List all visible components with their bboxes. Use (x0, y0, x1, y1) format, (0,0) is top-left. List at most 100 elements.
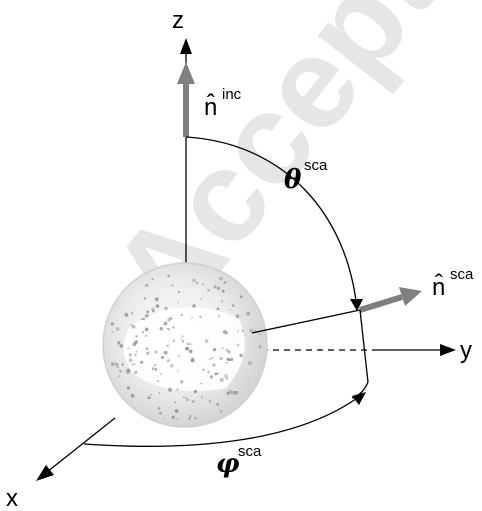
sphere-inclusion-dot (117, 341, 121, 345)
phi-arc (83, 395, 361, 447)
sphere-inclusion-dot (127, 347, 130, 350)
sphere-inclusion-dot (176, 418, 178, 420)
sphere-inclusion-dot (154, 350, 158, 354)
sphere-inclusion-dot (147, 314, 150, 316)
sphere-inclusion-dot (258, 345, 262, 349)
sphere-inclusion-dot (241, 329, 244, 332)
sphere-inclusion-dot (188, 417, 191, 420)
sphere-inclusion-dot (239, 295, 243, 299)
sphere-inclusion-dot (157, 407, 161, 410)
theta-arc (185, 136, 358, 311)
theta-superscript: sca (304, 157, 328, 174)
sphere-inclusion-dot (191, 356, 194, 359)
sphere-inclusion-dot (200, 382, 203, 385)
sphere-inclusion-dot (189, 343, 192, 346)
sphere-inclusion-dot (154, 368, 158, 371)
sphere-inclusion-dot (192, 278, 196, 283)
x-axis-label: x (6, 485, 18, 511)
sphere-inclusion-dot (128, 358, 133, 363)
x-axis (36, 417, 116, 481)
sphere-inclusion-dot (159, 373, 162, 376)
sphere-inclusion-dot (125, 370, 130, 375)
sphere-inclusion-dot (216, 286, 221, 291)
sphere-inclusion-dot (221, 300, 224, 303)
scattered-vector-superscript: sca (450, 266, 474, 283)
sphere-inclusion-dot (217, 372, 220, 375)
sphere-inclusion-dot (128, 353, 132, 357)
sphere-inclusion-dot (142, 331, 145, 334)
sphere-inclusion-dot (170, 364, 174, 368)
sphere-inclusion-dot (235, 314, 240, 319)
sphere-inclusion-dot (209, 358, 212, 361)
sphere-inclusion-dot (158, 411, 162, 415)
sphere-inclusion-dot (219, 377, 224, 382)
sphere-inclusion-dot (151, 278, 154, 281)
sphere-inclusion-dot (188, 414, 192, 418)
sphere-inclusion-dot (186, 398, 189, 402)
sphere-inclusion-dot (135, 335, 138, 338)
sphere-inclusion-dot (234, 390, 239, 395)
sphere-inclusion-dot (163, 321, 168, 326)
sphere-inclusion-dot (199, 315, 202, 319)
sphere-inclusion-dot (178, 290, 181, 294)
sphere-inclusion-dot (176, 388, 179, 391)
sphere-inclusion-dot (131, 325, 136, 329)
sphere-inclusion-dot (247, 377, 250, 380)
scattered-vector-arrow (359, 287, 422, 313)
sphere-inclusion-dot (135, 350, 138, 353)
sphere-inclusion-dot (188, 349, 193, 354)
sphere-inclusion-dot (208, 400, 211, 403)
sphere-inclusion-dot (144, 327, 149, 332)
sphere-inclusion-dot (151, 367, 155, 371)
sphere-inclusion-dot (227, 350, 231, 354)
sphere-inclusion-dot (219, 276, 223, 281)
sphere-inclusion-dot (110, 322, 114, 326)
sphere-inclusion-dot (229, 357, 234, 362)
sphere-inclusion-dot (254, 329, 257, 332)
sphere-inclusion-dot (110, 362, 115, 367)
sphere-inclusion-dot (143, 297, 146, 300)
sphere-inclusion-dot (178, 355, 180, 357)
sphere-inclusion-dot (124, 312, 129, 317)
sphere-inclusion-dot (159, 327, 163, 331)
sphere-inclusion-dot (154, 363, 157, 367)
sphere-inclusion-dot (192, 304, 196, 308)
phi-arc-arrowhead (352, 392, 366, 405)
sphere-inclusion-dot (212, 347, 217, 352)
sphere-inclusion-dot (154, 297, 159, 302)
sphere-inclusion-dot (167, 318, 171, 322)
incident-vector-arrow (177, 62, 195, 137)
sphere-inclusion-dot (157, 380, 160, 382)
y-axis-label: y (460, 337, 472, 364)
sphere-inclusion-dot (258, 333, 261, 336)
sphere-inclusion-dot (225, 361, 228, 364)
sphere-inclusion-dot (226, 391, 230, 395)
sphere-inclusion-dot (119, 369, 122, 373)
sphere-inclusion-dot (134, 340, 138, 344)
theta-label: θ sca (284, 157, 328, 195)
sphere-inclusion-dot (236, 343, 240, 347)
sphere-inclusion-dot (204, 339, 209, 344)
sphere-inclusion-dot (202, 283, 204, 286)
sphere-inclusion-dot (146, 310, 150, 314)
sphere-inclusion-dot (116, 365, 120, 369)
sphere-inclusion-dot (218, 315, 221, 318)
sphere-inclusion-dot (144, 284, 148, 287)
sphere-inclusion-dot (130, 311, 134, 315)
sphere-inclusion-dot (231, 304, 235, 307)
sphere-inclusion-dot (212, 363, 216, 367)
sphere-inclusion-dot (214, 372, 218, 376)
sphere-inclusion-dot (150, 394, 153, 396)
sphere-inclusion-dot (225, 377, 229, 380)
scattered-vector-symbol: n̂ (432, 273, 445, 301)
sphere-inclusion-dot (219, 409, 223, 413)
sphere-inclusion-dot (219, 357, 223, 360)
sphere-inclusion-dot (115, 327, 120, 331)
sphere-inclusion-dot (195, 281, 198, 284)
sphere-inclusion-dot (144, 314, 149, 318)
sphere-inclusion-dot (213, 285, 217, 289)
sphere-inclusion-dot (166, 359, 170, 363)
sphere-inclusion-dot (168, 387, 172, 392)
sphere-inclusion-dot (118, 375, 121, 378)
sphere-inclusion-dot (221, 289, 225, 293)
